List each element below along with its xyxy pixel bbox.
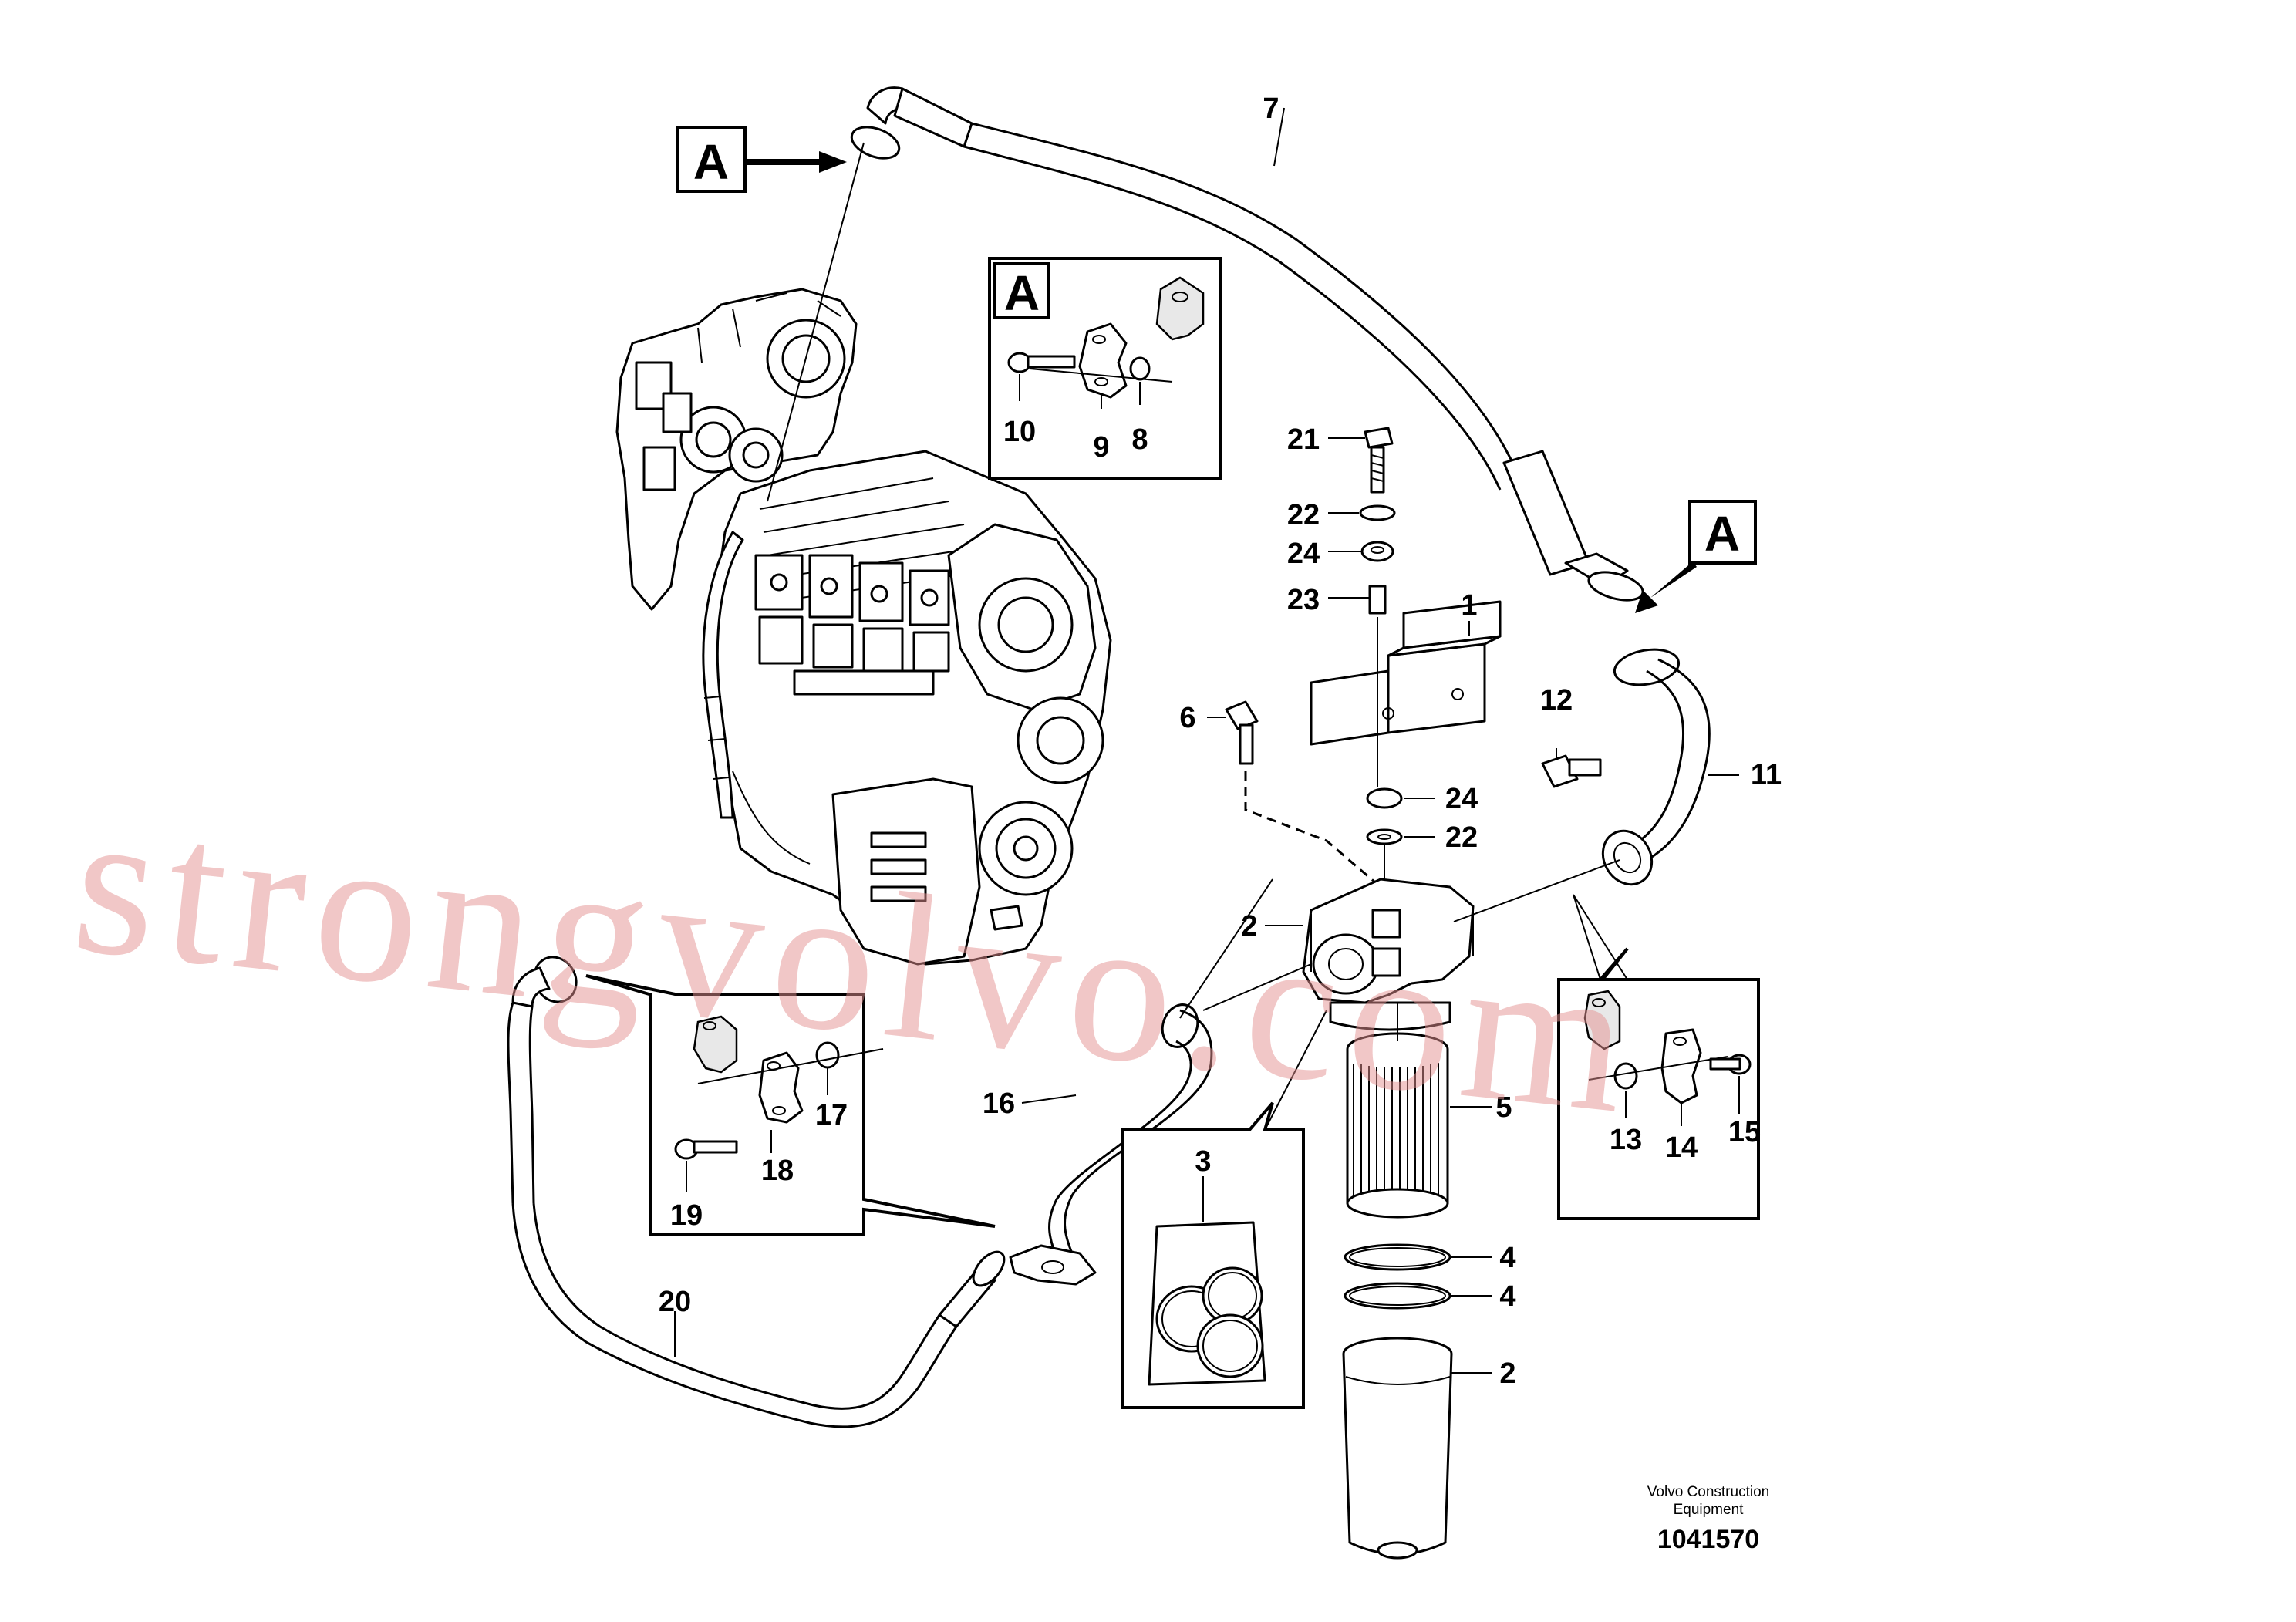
callout-22-lower: 22 xyxy=(1445,821,1478,854)
hose-7 xyxy=(850,86,1644,602)
callout-9: 9 xyxy=(1093,431,1109,464)
callout-1: 1 xyxy=(1461,589,1477,622)
detail-seal-kit xyxy=(1121,1010,1327,1409)
callout-17: 17 xyxy=(815,1099,848,1131)
document-number: 1041570 xyxy=(1657,1525,1759,1554)
callout-10: 10 xyxy=(1003,416,1036,448)
hose-20 xyxy=(507,956,1006,1428)
detail-a-right xyxy=(1557,894,1760,1220)
callout-11: 11 xyxy=(1751,759,1782,791)
credit-line-2: Equipment xyxy=(1674,1502,1745,1518)
view-label-box-right xyxy=(1688,500,1757,565)
transmission-assembly xyxy=(615,288,1112,966)
callout-5: 5 xyxy=(1495,1091,1512,1124)
callout-4-lower: 4 xyxy=(1499,1280,1515,1313)
callout-8: 8 xyxy=(1131,423,1148,456)
callout-14: 14 xyxy=(1665,1131,1698,1164)
callout-16: 16 xyxy=(983,1088,1015,1120)
pipe-11 xyxy=(1601,648,1711,886)
callout-13: 13 xyxy=(1610,1124,1642,1156)
detail-a-top xyxy=(988,257,1222,480)
pipe-16 xyxy=(1009,1003,1213,1286)
view-pointers xyxy=(676,126,1757,613)
view-label-a-detail: A xyxy=(1004,265,1040,321)
callout-6: 6 xyxy=(1179,702,1195,734)
callout-numbers: 7 10 9 8 21 22 24 23 1 6 12 11 24 22 2 5… xyxy=(659,93,1782,1390)
callout-22-upper: 22 xyxy=(1287,499,1320,531)
callout-2-housing: 2 xyxy=(1241,910,1257,943)
callout-24-lower: 24 xyxy=(1445,783,1478,815)
callout-18: 18 xyxy=(761,1155,794,1187)
view-label-box-top xyxy=(676,126,747,193)
callout-20: 20 xyxy=(659,1286,691,1318)
fitting-12 xyxy=(1541,754,1602,788)
callout-24-upper: 24 xyxy=(1287,538,1320,570)
callout-7: 7 xyxy=(1263,93,1279,125)
callout-2-bowl: 2 xyxy=(1499,1357,1515,1390)
view-label-a-right: A xyxy=(1704,506,1740,561)
callout-19: 19 xyxy=(670,1199,703,1232)
callout-3: 3 xyxy=(1195,1145,1211,1178)
callout-12: 12 xyxy=(1540,684,1573,717)
filter-assembly xyxy=(1225,427,1502,1560)
credit-line-1: Volvo Construction xyxy=(1647,1484,1769,1500)
leader-lines xyxy=(674,107,1739,1374)
detail-hose-flange xyxy=(585,974,996,1236)
callout-21: 21 xyxy=(1287,423,1320,456)
view-label-a-top: A xyxy=(693,134,729,190)
callout-23: 23 xyxy=(1287,584,1320,616)
callout-15: 15 xyxy=(1728,1116,1761,1148)
callout-4-upper: 4 xyxy=(1499,1242,1515,1274)
